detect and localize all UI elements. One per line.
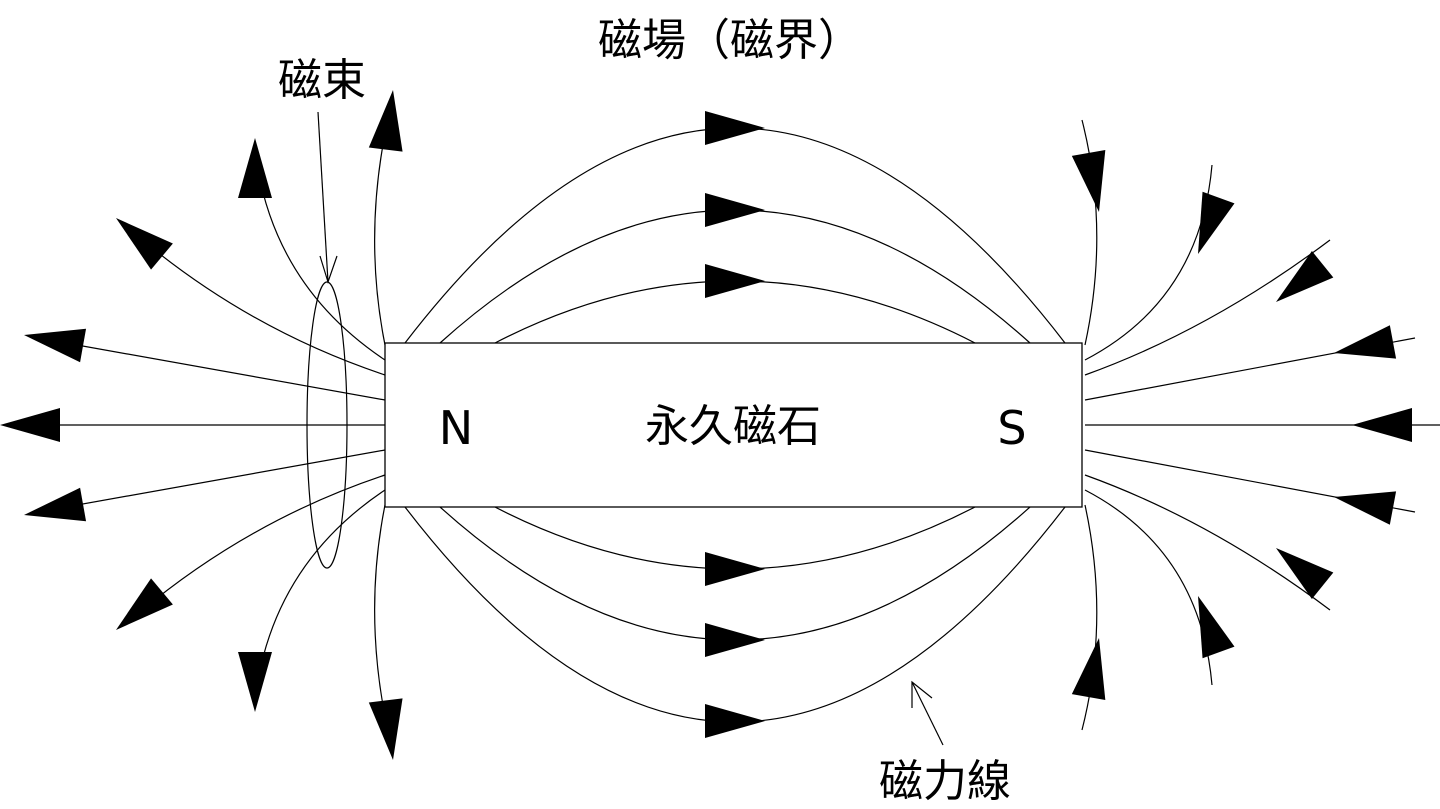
field-line bbox=[257, 489, 386, 681]
field-line bbox=[404, 506, 1066, 723]
field-line bbox=[1084, 239, 1331, 376]
arrow-head bbox=[368, 90, 403, 152]
arrow-head bbox=[24, 328, 87, 363]
arrow-head bbox=[1352, 408, 1412, 442]
flux-ellipse bbox=[306, 281, 348, 569]
leader-lines bbox=[317, 111, 944, 746]
arrow-head bbox=[705, 264, 765, 298]
field-line bbox=[404, 127, 1066, 344]
arrow-head bbox=[1071, 149, 1106, 212]
field-line bbox=[1084, 164, 1213, 361]
arrow-head bbox=[1334, 491, 1397, 525]
arrow-head bbox=[705, 193, 765, 227]
north-field-lines bbox=[20, 109, 391, 741]
field-line-leader-arrow bbox=[911, 680, 933, 708]
field-line bbox=[1084, 489, 1213, 686]
arrow-head bbox=[1071, 638, 1106, 701]
magnet-label: 永久磁石 bbox=[645, 401, 821, 452]
field-line bbox=[494, 280, 976, 344]
field-line bbox=[37, 337, 386, 401]
flux-leader-line bbox=[317, 111, 329, 283]
field-line bbox=[257, 169, 386, 361]
field-line bbox=[494, 506, 976, 570]
arrow-head bbox=[238, 652, 272, 712]
arrow-head bbox=[0, 408, 60, 442]
field-line bbox=[37, 449, 386, 513]
field-line bbox=[139, 474, 386, 613]
arrow-head bbox=[1198, 191, 1235, 254]
diagram-title: 磁場（磁界） bbox=[598, 15, 862, 66]
arrow-head bbox=[705, 111, 765, 145]
field-line bbox=[1084, 474, 1331, 611]
field-line-leader bbox=[911, 681, 944, 746]
arrow-head bbox=[1334, 325, 1397, 359]
north-pole-label: N bbox=[439, 401, 473, 455]
arrow-head bbox=[238, 138, 272, 198]
field-line bbox=[1081, 119, 1098, 346]
arrow-head bbox=[24, 487, 87, 522]
arrow-head bbox=[116, 218, 173, 270]
magnetic-flux-label: 磁束 bbox=[278, 55, 366, 106]
arrow-head bbox=[1276, 251, 1334, 302]
arrow-head bbox=[1276, 548, 1334, 599]
south-pole-label: S bbox=[997, 401, 1026, 455]
field-lines-label: 磁力線 bbox=[879, 756, 1011, 807]
arrow-head bbox=[705, 552, 765, 586]
arrow-head bbox=[705, 623, 765, 657]
flux-leader-arrow bbox=[319, 255, 338, 284]
permanent-magnet bbox=[384, 342, 1083, 508]
arrow-head bbox=[116, 578, 173, 630]
field-line bbox=[139, 237, 386, 376]
arrow-head bbox=[1198, 596, 1235, 659]
field-line bbox=[1081, 504, 1098, 731]
arrow-head bbox=[368, 698, 403, 760]
field-arrows bbox=[0, 90, 1412, 760]
arrow-head bbox=[705, 704, 765, 738]
